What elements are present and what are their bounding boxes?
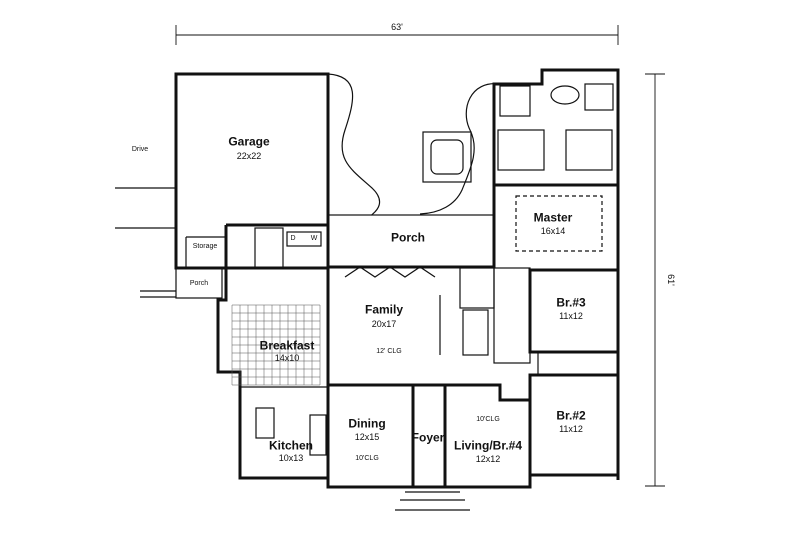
drive-label: Drive bbox=[131, 146, 149, 154]
spa-tub bbox=[422, 131, 472, 183]
br2-name: Br.#2 bbox=[556, 408, 586, 423]
master-walls bbox=[492, 68, 620, 480]
side-porch-label: Porch bbox=[189, 280, 209, 288]
dryer-label: D bbox=[290, 235, 296, 243]
garage-size: 22x22 bbox=[236, 151, 262, 162]
family-name: Family bbox=[364, 302, 404, 317]
bath-walls bbox=[459, 267, 531, 364]
master-name: Master bbox=[533, 210, 573, 225]
kitchen-name: Kitchen bbox=[268, 438, 314, 453]
br3-size: 11x12 bbox=[559, 311, 583, 322]
central-walls bbox=[326, 265, 532, 489]
bedroom-walls bbox=[528, 268, 620, 477]
driveway-lines bbox=[115, 187, 176, 298]
kitchen-size: 10x13 bbox=[278, 453, 304, 464]
breakfast-name: Breakfast bbox=[259, 338, 315, 353]
storage-label: Storage bbox=[192, 243, 218, 251]
depth-dimension-line bbox=[645, 73, 665, 487]
washer-label: W bbox=[310, 235, 318, 243]
dining-size: 12x15 bbox=[354, 432, 380, 443]
width-dimension-line bbox=[175, 25, 619, 45]
dining-ceiling: 10'CLG bbox=[355, 455, 379, 463]
br3-name: Br.#3 bbox=[556, 295, 586, 310]
family-ceiling: 12' CLG bbox=[376, 348, 402, 356]
garden-path bbox=[327, 73, 380, 216]
living-name: Living/Br.#4 bbox=[453, 438, 523, 453]
living-size: 12x12 bbox=[475, 454, 501, 465]
breakfast-size: 14x10 bbox=[274, 353, 300, 364]
breakfast-floor-tile bbox=[231, 304, 321, 386]
width-dimension-label: 63' bbox=[391, 22, 403, 33]
entry-steps bbox=[395, 491, 470, 511]
br2-size: 11x12 bbox=[559, 424, 583, 435]
garage-name: Garage bbox=[228, 134, 270, 149]
master-size: 16x14 bbox=[540, 226, 566, 237]
dining-name: Dining bbox=[348, 416, 386, 431]
foyer-name: Foyer bbox=[411, 430, 445, 445]
porch-name: Porch bbox=[390, 230, 426, 245]
family-size: 20x17 bbox=[371, 319, 397, 330]
depth-dimension-label: 61' bbox=[665, 274, 676, 286]
garage-walls bbox=[174, 72, 330, 299]
living-ceiling: 10'CLG bbox=[476, 416, 500, 424]
